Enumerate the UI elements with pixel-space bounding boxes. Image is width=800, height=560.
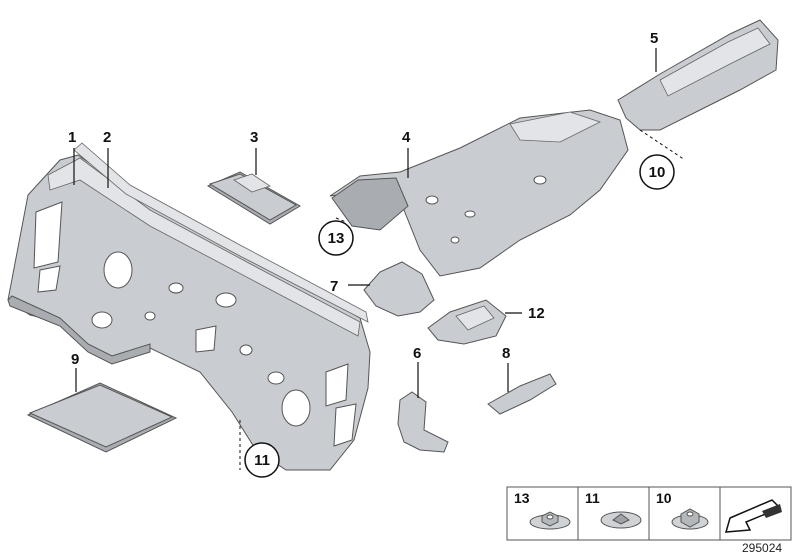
part-4-tunnel-insulation: [329, 109, 629, 277]
nut-10-icon: [671, 508, 709, 530]
callout-3: 3: [250, 129, 258, 146]
part-9-insulation-mat: [26, 382, 178, 453]
part-3-bracket: [206, 171, 301, 225]
callout-5: 5: [650, 30, 658, 47]
callout-8: 8: [502, 345, 510, 362]
callout-13-circle: 13: [318, 220, 354, 256]
svg-text:13: 13: [328, 230, 345, 247]
svg-text:11: 11: [254, 452, 270, 469]
callout-4: 4: [402, 129, 411, 146]
part-2-seal-strip: [73, 142, 369, 323]
part-6-bracket: [397, 391, 449, 453]
nut-13-icon: [529, 511, 571, 530]
callout-2: 2: [103, 129, 111, 146]
fastener-legend: 13 11 10: [506, 486, 792, 541]
direction-arrow-icon: [724, 499, 782, 533]
leader-13-dashed: [335, 217, 347, 223]
callout-9: 9: [71, 351, 79, 368]
part-7-bracket: [363, 261, 435, 317]
callout-1: 1: [68, 129, 76, 146]
legend-label-10: 10: [656, 490, 672, 506]
callout-11-circle: 11: [244, 442, 280, 478]
document-id: 295024: [742, 541, 782, 555]
callout-6: 6: [413, 345, 421, 362]
legend-label-13: 13: [514, 490, 530, 506]
legend-label-11: 11: [585, 490, 600, 506]
callout-7: 7: [330, 278, 338, 295]
part-5-heat-shield: [617, 19, 779, 131]
clip-11-icon: [600, 511, 642, 529]
svg-text:10: 10: [649, 164, 666, 181]
part-12-bracket: [427, 299, 507, 345]
callout-10-circle: 10: [639, 154, 675, 190]
part-8-bracket: [487, 373, 557, 415]
callout-12: 12: [528, 305, 545, 322]
